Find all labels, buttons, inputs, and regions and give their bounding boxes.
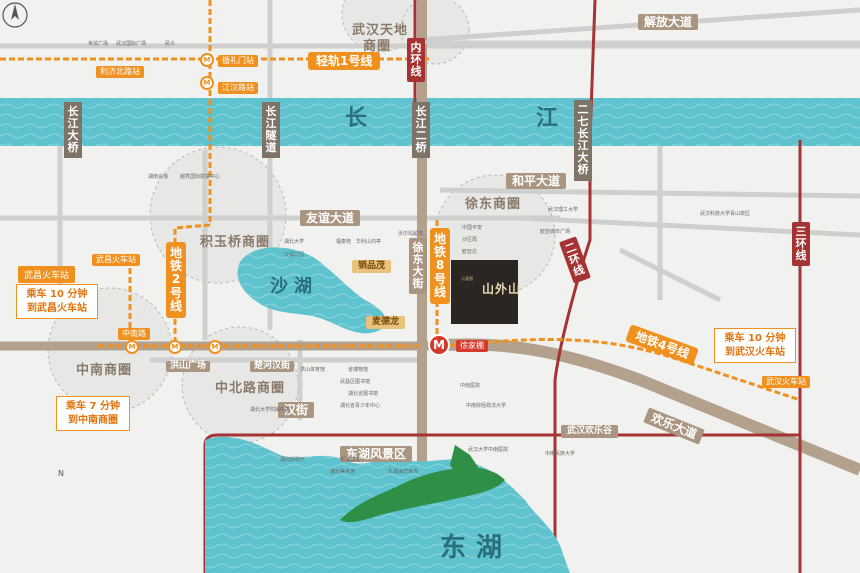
tip-zhongnan-line2: 到中南商圈 (68, 414, 118, 426)
road-youyi: 友谊大道 (300, 210, 361, 226)
poi-label: 湖南会馆 (148, 174, 169, 180)
station-xujiapeng: 徐家棚 (456, 340, 488, 352)
poi-label: 中国平安 (462, 225, 483, 231)
yangtze-bridge-2: 长江二桥 (412, 102, 430, 159)
metro-marker: M (125, 340, 139, 354)
poi-label: 沙湖公园 (284, 252, 305, 258)
metro-line8-tag: 地铁8号线 (430, 228, 450, 304)
inner-ring-tag: 内环线 (407, 38, 425, 83)
project-name: 山外山 (482, 282, 522, 296)
tip-wuchang-head: 武昌火车站 (18, 266, 76, 283)
river-label-right: 江 (536, 106, 559, 131)
poi-label: 沃尔玛超市 (398, 231, 424, 237)
yangtze-bridge-1: 长江大桥 (64, 102, 82, 159)
metro-line2-tag: 地铁2号线 (166, 242, 186, 318)
sha-lake-label: 沙湖 (270, 276, 318, 297)
road-hongshan: 洪山广场 (166, 361, 211, 372)
district-xudong: 徐东商圈 (465, 197, 522, 212)
poi-label: 欧亚达 (462, 249, 478, 255)
road-heping: 和平大道 (506, 173, 567, 189)
poi-label: 武昌区图书馆 (340, 379, 371, 385)
station-lijinan: 利济北路站 (96, 66, 144, 78)
station-jianghan: 江汉路站 (218, 82, 258, 94)
tip-wuhan-line1: 乘车 10 分钟 (724, 333, 786, 344)
metro-marker: M (200, 53, 214, 67)
district-jiyuqiao: 积玉桥商圈 (200, 235, 271, 250)
poi-label: 东湖海洋世界 (388, 469, 419, 475)
metro-marker-xujiapeng[interactable]: M (428, 334, 450, 356)
poi-label: 湖北美术馆 (330, 469, 356, 475)
tip-wuhan: 乘车 10 分钟 到武汉火车站 (714, 328, 796, 363)
poi-label: 省博物馆 (348, 367, 369, 373)
poi-label: 湖北财政厅 (280, 457, 306, 463)
poi-label: 武汉科技大学青山校区 (700, 211, 751, 217)
metro-marker: M (208, 340, 222, 354)
road-jiefang: 解放大道 (638, 14, 699, 30)
district-zhongbeilu: 中北路商圈 (215, 381, 286, 396)
poi-label: 湖北大学附属中学 (250, 407, 291, 413)
poi-label: 欧亚城市广场 (540, 229, 571, 235)
tip-wuchang-line2: 到武昌火车站 (27, 302, 87, 314)
tip-zhongnan: 乘车 7 分钟 到中南商圈 (56, 396, 130, 431)
metro-marker: M (168, 340, 182, 354)
poi-label: 中南民族大学 (545, 451, 576, 457)
poi-label: 华利山鸿亭 (356, 239, 382, 245)
poi-label: 湖北省图书馆 (348, 391, 379, 397)
tip-wuhan-line2: 到武汉火车站 (725, 346, 785, 358)
happy-valley-tag: 武汉欢乐谷 (561, 425, 619, 438)
label-zhoudelong: 麦德龙 (366, 316, 406, 329)
district-zhongnan: 中南商圈 (76, 363, 133, 378)
road-chuhehanjie: 楚河汉街 (250, 361, 295, 372)
poi-label: 武汉大学中南医院 (468, 447, 509, 453)
metro-marker: M (200, 76, 214, 90)
station-wuchang: 武昌火车站 (92, 254, 140, 266)
compass-icon (2, 2, 28, 28)
project-block[interactable] (451, 260, 518, 324)
metro-line1-tag: 轻轨1号线 (308, 52, 381, 70)
poi-label: 武汉国际广场 (116, 41, 147, 47)
tip-zhongnan-line1: 乘车 7 分钟 (66, 401, 120, 412)
poi-label: 越秀国际财富中心 (180, 174, 221, 180)
label-sale-office: 销品茂 (352, 260, 392, 273)
poi-label: 沙区局 (462, 237, 478, 243)
yangtze-river (0, 98, 860, 146)
yangtze-tunnel: 长江隧道 (262, 102, 280, 159)
road-hanjie: 汉街 (278, 402, 315, 418)
east-lake-scenic-green (340, 467, 505, 523)
erqi-bridge: 二七长江大桥 (574, 100, 592, 181)
east-lake-label: 东湖 (440, 533, 513, 563)
river-label-left: 长 (345, 106, 368, 131)
poi-label: 民众 (165, 41, 176, 47)
third-ring-tag: 三环线 (792, 222, 810, 267)
district-tiandi-2: 商圈 (363, 39, 392, 54)
poi-label: 湖北省青少年中心 (340, 403, 381, 409)
project-note: 示意图 (461, 276, 473, 281)
station-zhongnan: 中南路 (118, 328, 150, 340)
district-tiandi-1: 武汉天地 (352, 23, 409, 38)
compass-letter: N (58, 469, 64, 478)
poi-label: 武汉理工大学 (548, 207, 579, 213)
station-xunlimen: 循礼门站 (218, 55, 258, 67)
road-xudong-ave: 徐东大街 (409, 238, 427, 295)
station-wuhan: 武汉火车站 (762, 376, 810, 388)
tip-wuchang-line1: 乘车 10 分钟 (26, 289, 88, 300)
poi-label: 湖北大学 (284, 239, 305, 245)
poi-label: 中南医院 (460, 383, 481, 389)
poi-label: 东湖宾馆 (340, 457, 361, 463)
east-lake-scenic-tag: 东湖风景区 (340, 446, 413, 462)
poi-label: 福泰苑 (336, 239, 352, 245)
poi-label: 洪山体育馆 (300, 367, 326, 373)
poi-label: 世贸广场 (88, 41, 109, 47)
sha-lake (237, 247, 386, 334)
poi-label: 中南财经政法大学 (466, 403, 507, 409)
tip-wuchang: 乘车 10 分钟 到武昌火车站 (16, 284, 98, 319)
